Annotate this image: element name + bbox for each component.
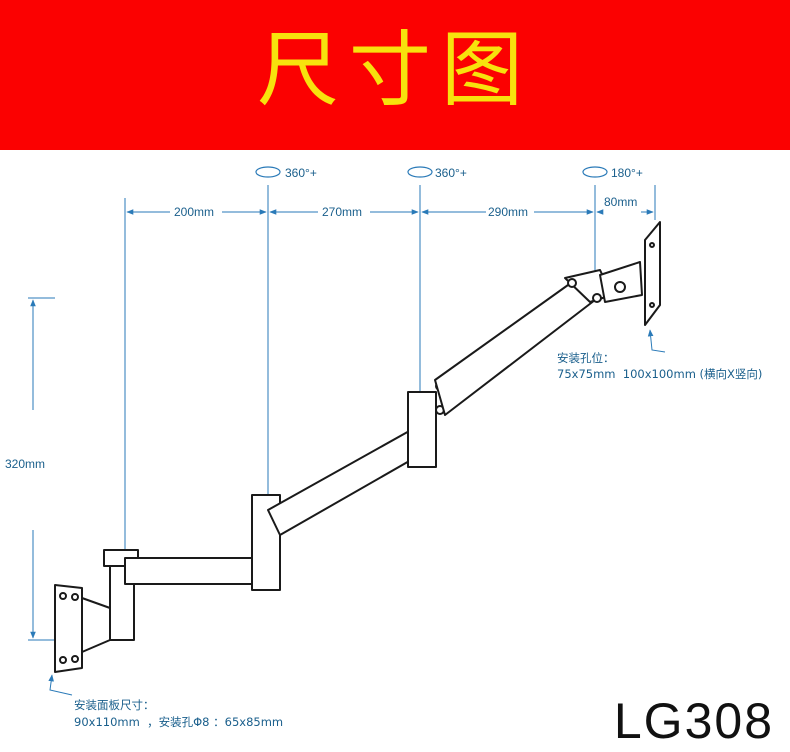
monitor-arm [54, 221, 661, 673]
rotation-label-1: 360°+ [285, 166, 317, 180]
model-number: LG308 [613, 693, 774, 749]
third-post [407, 391, 437, 468]
note-pointers [48, 329, 666, 696]
arm-1-length-label: 200mm [174, 205, 214, 219]
vesa-plate [644, 221, 661, 326]
rotation-arc-3 [582, 166, 608, 178]
rotation-arc-2 [407, 166, 433, 178]
vesa-note-values: 75x75mm 100x100mm (横向X竖向) [557, 367, 762, 381]
second-post [251, 494, 281, 591]
rotation-label-2: 360°+ [435, 166, 467, 180]
first-arm [124, 557, 269, 585]
rotation-arc-1 [255, 166, 281, 178]
banner-title: 尺寸图 [256, 23, 533, 118]
height-dimension-line [28, 297, 55, 641]
head-length-label: 80mm [604, 195, 637, 209]
wall-plate [54, 584, 83, 673]
arm-2-length-label: 270mm [322, 205, 362, 219]
height-label: 320mm [5, 457, 45, 471]
vesa-note-title: 安装孔位： [557, 351, 615, 365]
plate-note-values: 90x110mm ，安装孔Φ8 ：65x85mm [74, 715, 283, 729]
rotation-label-3: 180°+ [611, 166, 643, 180]
title-banner [0, 0, 790, 150]
plate-note-title: 安装面板尺寸： [74, 698, 155, 712]
gas-spring-arm [434, 279, 596, 416]
arm-3-length-label: 290mm [488, 205, 528, 219]
